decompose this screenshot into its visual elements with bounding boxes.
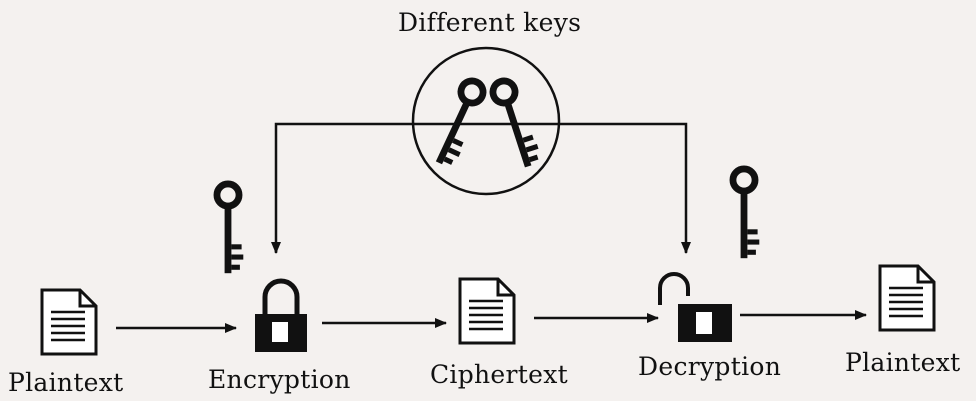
key-distribution-line xyxy=(274,122,688,252)
padlock-open-icon xyxy=(658,272,732,342)
keys-circle xyxy=(411,46,561,196)
decryption-key-icon xyxy=(733,169,759,258)
decryption-label: Decryption xyxy=(638,352,782,381)
plaintext-out-document-icon xyxy=(878,264,936,332)
different-keys-group xyxy=(411,46,561,196)
plaintext-in-document-icon xyxy=(40,288,98,356)
plaintext-out-label: Plaintext xyxy=(845,348,961,377)
encryption-label: Encryption xyxy=(208,365,351,394)
ciphertext-document-icon xyxy=(458,277,516,345)
diagram-title: Different keys xyxy=(398,8,582,37)
plaintext-in-label: Plaintext xyxy=(8,368,124,397)
ciphertext-label: Ciphertext xyxy=(430,360,568,389)
padlock-closed-icon xyxy=(255,278,307,352)
encryption-key-icon xyxy=(217,184,243,273)
